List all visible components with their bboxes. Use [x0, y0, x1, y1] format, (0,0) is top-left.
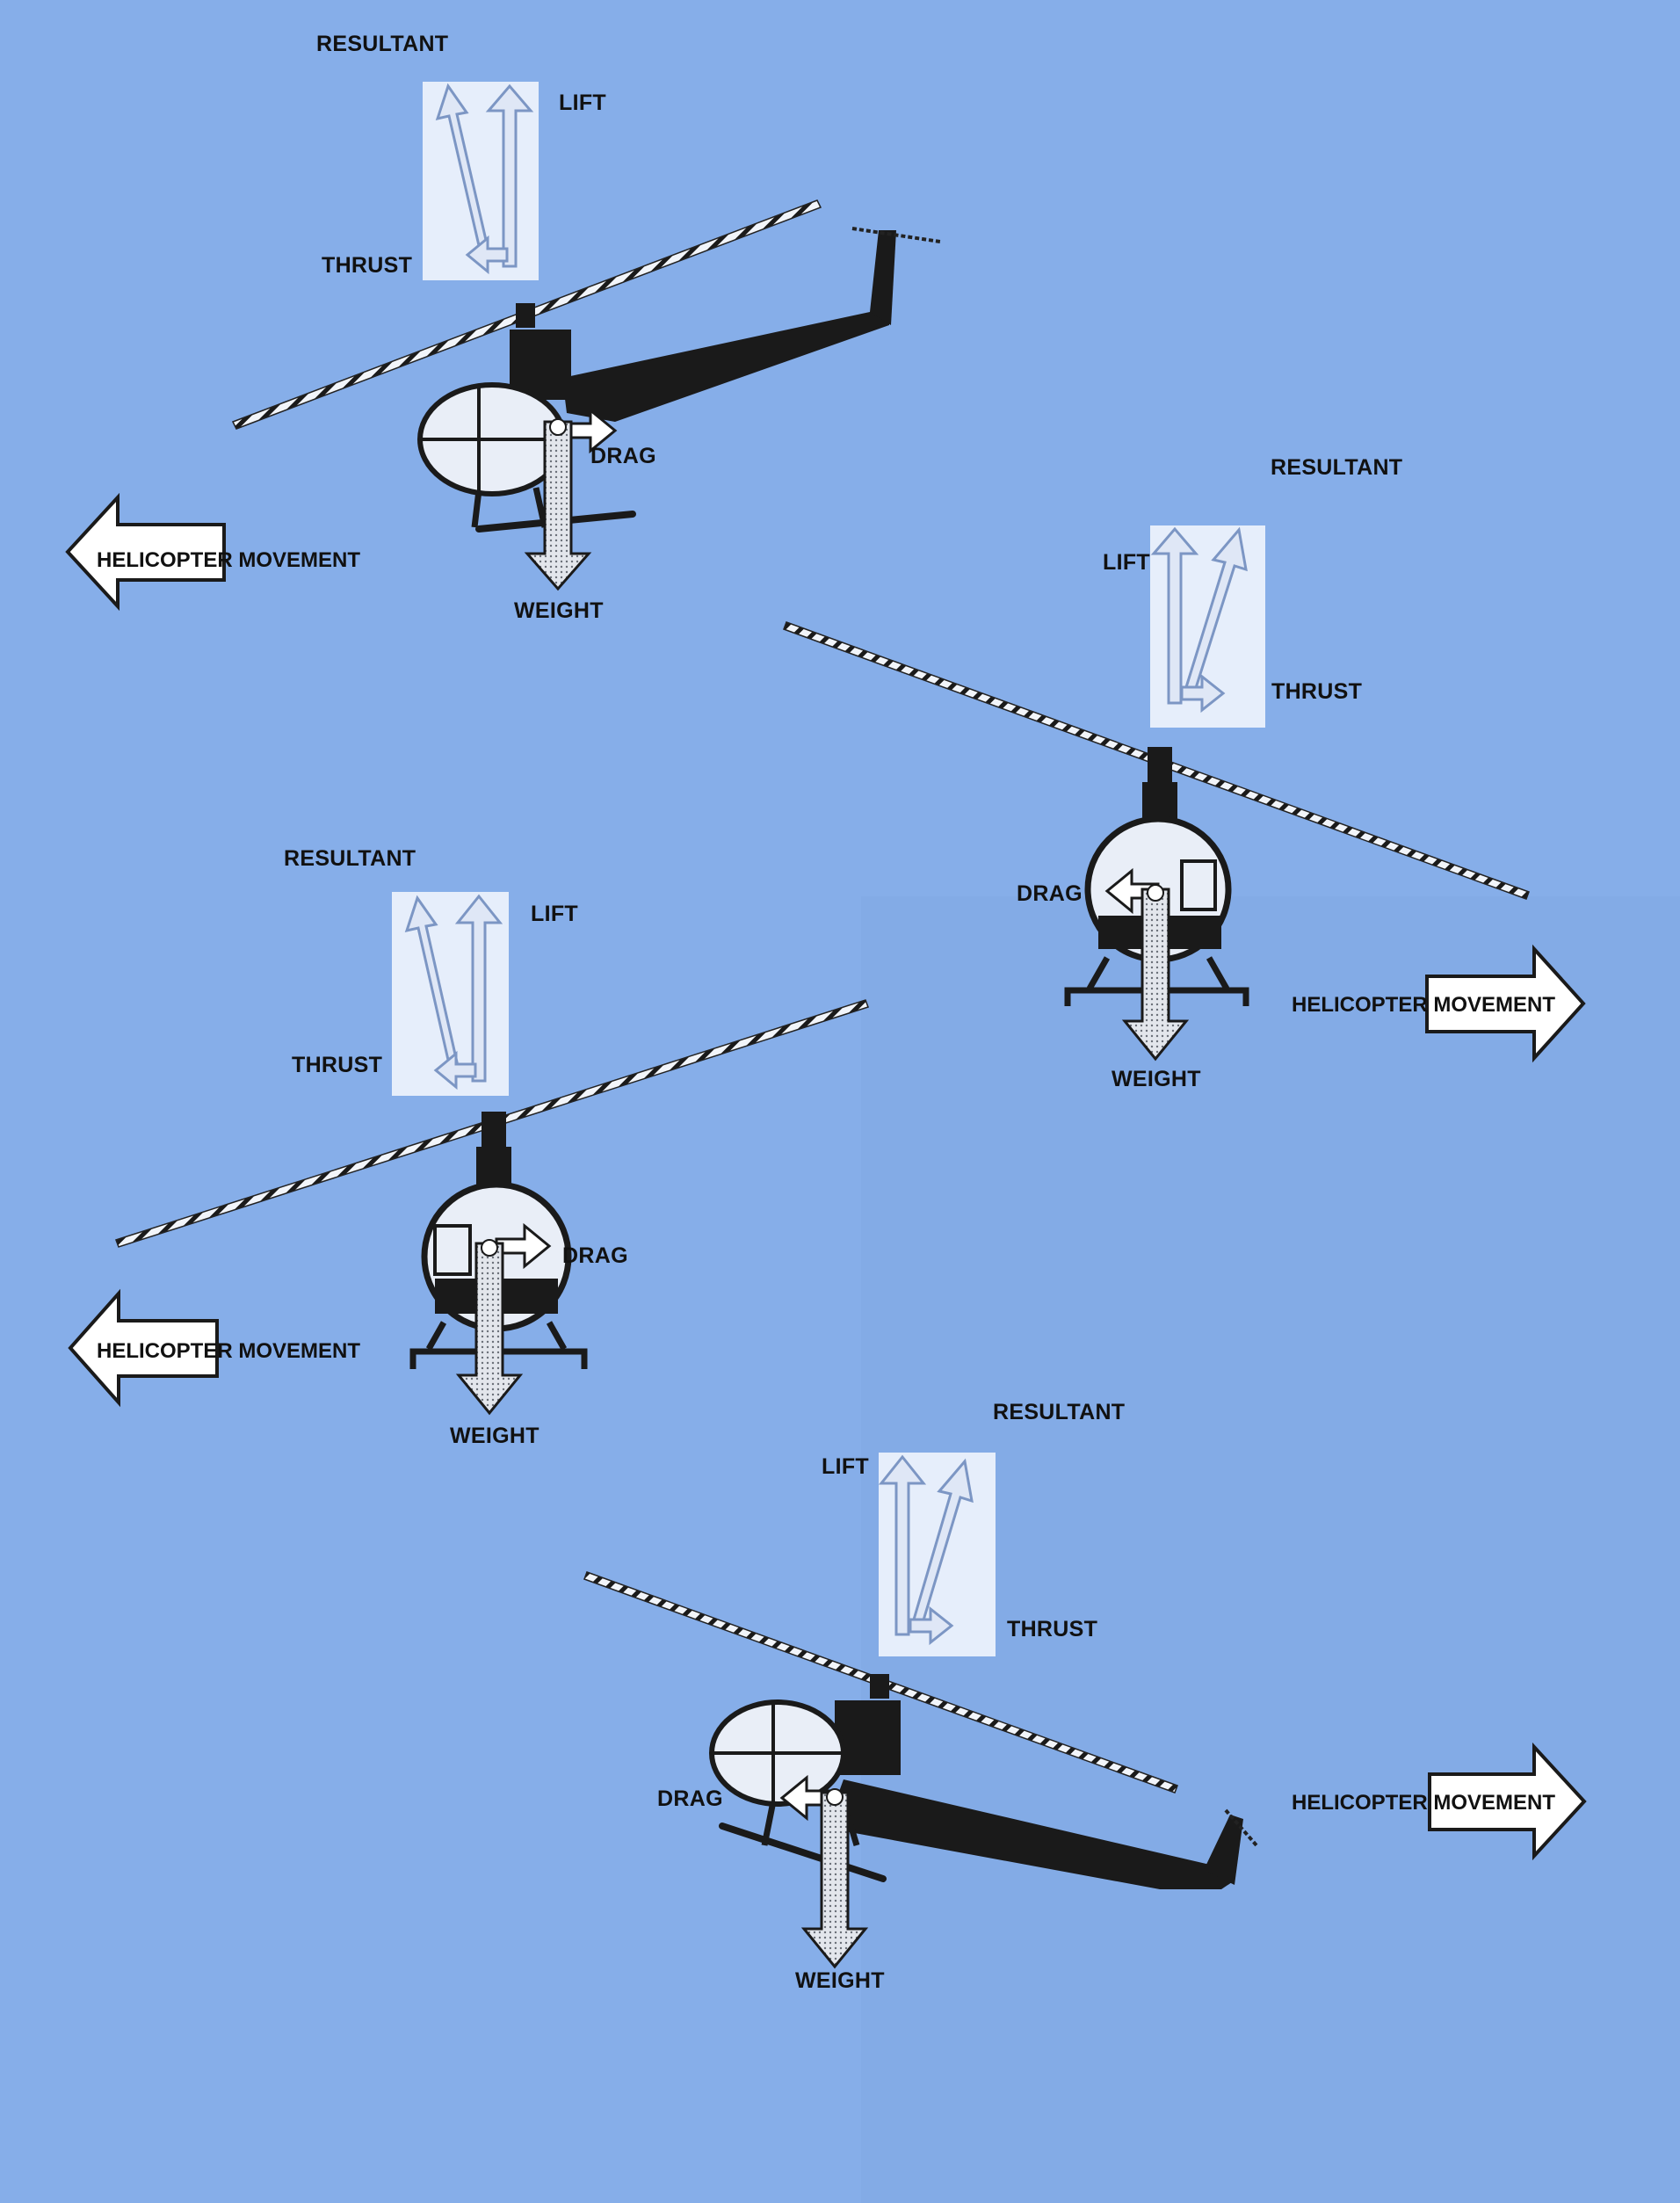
drag-label: DRAG — [657, 1786, 723, 1811]
lift-label: LIFT — [1103, 550, 1150, 575]
center-of-gravity — [827, 1789, 843, 1805]
center-of-gravity — [550, 419, 566, 435]
thrust-label: THRUST — [1007, 1617, 1097, 1641]
center-of-gravity — [482, 1240, 497, 1256]
rotor-hub — [482, 1112, 506, 1147]
weight-label: WEIGHT — [1112, 1067, 1201, 1091]
weight-label: WEIGHT — [450, 1424, 539, 1448]
helicopter-movement-label: HELICOPTER MOVEMENT — [1292, 993, 1555, 1017]
weight-label: WEIGHT — [795, 1968, 885, 1993]
helicopter-movement-label: HELICOPTER MOVEMENT — [97, 548, 360, 572]
resultant-label: RESULTANT — [1271, 455, 1402, 480]
lift-label: LIFT — [531, 902, 578, 926]
resultant-label: RESULTANT — [993, 1400, 1125, 1424]
rotor-hub — [870, 1674, 889, 1699]
lift-label: LIFT — [559, 91, 606, 115]
thrust-label: THRUST — [1271, 679, 1362, 704]
helicopter-movement-label: HELICOPTER MOVEMENT — [1292, 1791, 1555, 1815]
helicopter-movement-label: HELICOPTER MOVEMENT — [97, 1339, 360, 1363]
resultant-label: RESULTANT — [316, 32, 448, 56]
drag-label: DRAG — [562, 1243, 628, 1268]
lift-label: LIFT — [822, 1454, 869, 1479]
weight-label: WEIGHT — [514, 598, 604, 623]
thrust-label: THRUST — [322, 253, 412, 278]
drag-label: DRAG — [590, 444, 656, 468]
rotor-hub — [516, 303, 535, 328]
resultant-label: RESULTANT — [284, 846, 416, 871]
rotor-hub — [1148, 747, 1172, 782]
center-of-gravity — [1148, 885, 1163, 901]
drag-label: DRAG — [1017, 881, 1083, 906]
thrust-label: THRUST — [292, 1053, 382, 1077]
